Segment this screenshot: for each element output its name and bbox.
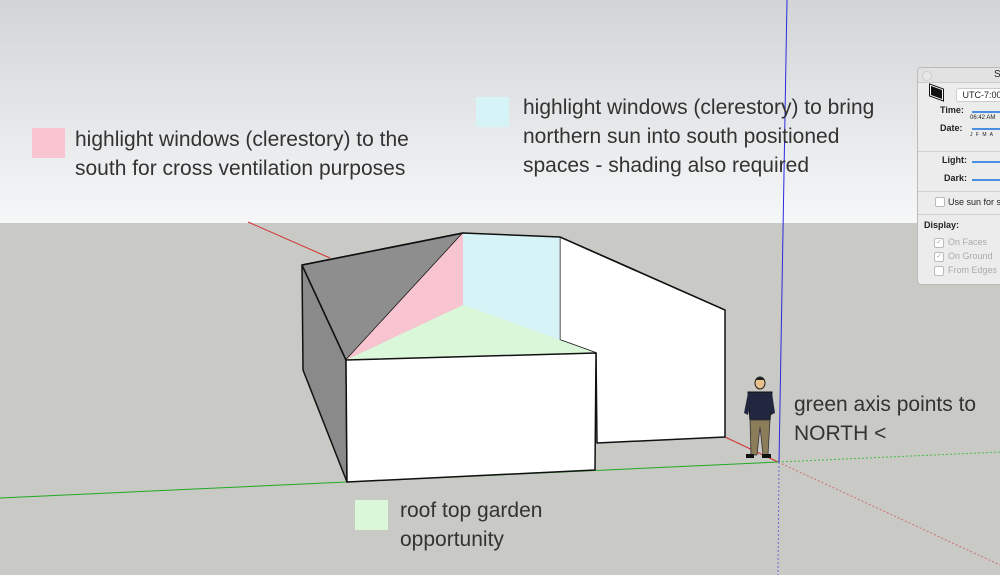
light-slider[interactable] [972, 161, 1000, 163]
blue-axis [778, 0, 788, 463]
shadow-toggle-icon[interactable] [929, 83, 944, 102]
roof-annotation: roof top garden opportunity [400, 499, 543, 551]
red-axis-dotted [777, 461, 1000, 566]
green-axis-dotted [777, 451, 1000, 463]
time-value: 06:42 AM [970, 115, 996, 121]
south-clerestory-face [346, 233, 463, 360]
north-swatch [476, 97, 509, 127]
panel-titlebar[interactable]: S [918, 68, 1000, 83]
timezone-select[interactable]: UTC-7:00 [956, 88, 1000, 102]
roof-swatch [355, 500, 388, 530]
red-axis [247, 221, 331, 259]
on-ground-checkbox[interactable]: ✓ [934, 252, 944, 262]
front-wall [345, 352, 597, 483]
on-ground-label: On Ground [948, 251, 993, 261]
building-model[interactable] [301, 232, 726, 483]
month-ticks: J F M A [970, 132, 994, 138]
north-clerestory-face [463, 233, 560, 340]
on-faces-checkbox[interactable]: ✓ [934, 238, 944, 248]
date-label: Date: [940, 123, 963, 133]
north-annotation: highlight windows (clerestory) to bring … [523, 96, 875, 177]
on-faces-label: On Faces [948, 237, 988, 247]
from-edges-label: From Edges [948, 265, 998, 275]
south-annotation: highlight windows (clerestory) to the so… [75, 128, 409, 180]
south-swatch [32, 128, 65, 158]
panel-title: S [994, 69, 1000, 80]
date-slider[interactable] [972, 128, 1000, 130]
use-sun-label: Use sun for s [948, 197, 1000, 207]
axis-annotation: green axis points to NORTH < [794, 393, 977, 445]
roof-garden-face [346, 305, 596, 360]
shadows-panel: S UTC-7:00 Time: 06:42 AM Date: J F M A … [917, 67, 1000, 285]
light-label: Light: [942, 155, 967, 165]
close-button[interactable] [922, 71, 932, 81]
dark-label: Dark: [944, 173, 968, 183]
use-sun-checkbox[interactable] [935, 197, 945, 207]
display-label: Display: [924, 220, 960, 230]
scale-figure[interactable] [744, 376, 775, 458]
time-label: Time: [940, 105, 964, 115]
blue-axis-dotted [777, 461, 780, 575]
dark-slider[interactable] [972, 179, 1000, 181]
time-slider[interactable] [972, 111, 1000, 113]
from-edges-checkbox[interactable] [934, 266, 944, 276]
